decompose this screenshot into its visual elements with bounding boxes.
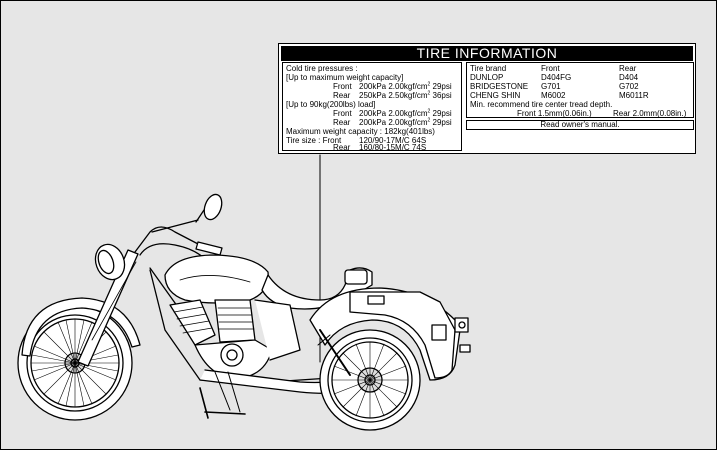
- tread-depth-heading: Min. recommend tire center tread depth.: [470, 100, 612, 109]
- max-front-label: Front: [333, 82, 352, 91]
- max-rear-label: Rear: [333, 91, 350, 100]
- brand-row-front: G701: [541, 82, 561, 91]
- light-rear-value: 200kPa 2.00kgf/cm2 29psi: [359, 118, 452, 127]
- light-rear-label: Rear: [333, 118, 350, 127]
- brand-header-front: Front: [541, 64, 560, 73]
- tire-size-rear-label: Rear: [333, 143, 350, 152]
- tire-size-rear: 160/80-15M/C 74S: [359, 143, 426, 152]
- brand-row-front: M6002: [541, 91, 565, 100]
- tire-information-label: TIRE INFORMATION Cold tire pressures : […: [278, 43, 696, 154]
- engine: [170, 300, 300, 378]
- light-front-value: 200kPa 2.00kgf/cm2 29psi: [359, 109, 452, 118]
- tire-pressure-section: Cold tire pressures : [Up to maximum wei…: [282, 62, 462, 151]
- light-load-heading: [Up to 90kg(200lbs) load]: [286, 100, 375, 109]
- max-front-value: 200kPa 2.00kgf/cm2 29psi: [359, 82, 452, 91]
- tread-depth-rear: Rear 2.0mm(0.08in.): [613, 109, 686, 118]
- brand-row-name: BRIDGESTONE: [470, 82, 528, 91]
- label-title: TIRE INFORMATION: [281, 46, 693, 61]
- brand-row-name: CHENG SHIN: [470, 91, 520, 100]
- read-manual-notice: Read owner's manual.: [466, 120, 694, 130]
- max-rear-value: 250kPa 2.50kgf/cm2 36psi: [359, 91, 452, 100]
- brand-header-rear: Rear: [619, 64, 636, 73]
- fuel-tank: [165, 255, 268, 303]
- pressure-heading: Cold tire pressures :: [286, 64, 358, 73]
- light-front-label: Front: [333, 109, 352, 118]
- tread-depth-front: Front 1.5mm(0.06in.): [517, 109, 592, 118]
- mirror: [201, 192, 225, 222]
- tire-brand-section: Tire brand Front Rear DUNLOP D404FG D404…: [466, 62, 694, 118]
- brand-row-front: D404FG: [541, 73, 571, 82]
- handlebar: [135, 227, 200, 252]
- brand-row-name: DUNLOP: [470, 73, 503, 82]
- max-weight-capacity: Maximum weight capacity : 182kg(401lbs): [286, 127, 435, 136]
- brand-row-rear: D404: [619, 73, 638, 82]
- brand-row-rear: G702: [619, 82, 639, 91]
- rear-wheel: [320, 330, 420, 430]
- max-load-heading: [Up to maximum weight capacity]: [286, 73, 403, 82]
- brand-header-brand: Tire brand: [470, 64, 506, 73]
- brand-row-rear: M6011R: [619, 91, 649, 100]
